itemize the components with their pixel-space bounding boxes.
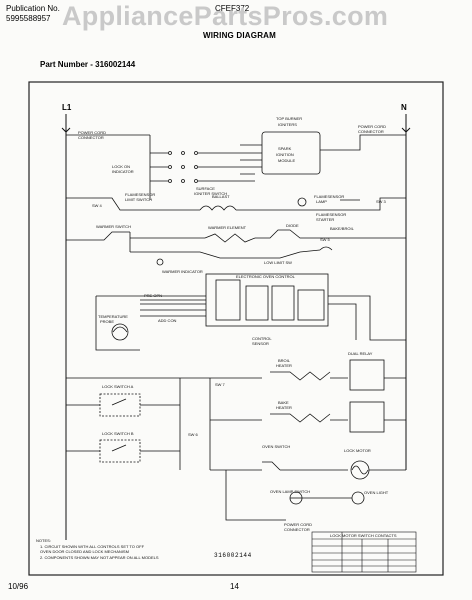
terminal-l1-label: L1 <box>62 103 72 112</box>
svg-text:LOCK MOTOR: LOCK MOTOR <box>344 448 371 453</box>
svg-text:BAKE: BAKE <box>278 400 289 405</box>
publication-label: Publication No. <box>6 4 60 13</box>
svg-text:OVEN SWITCH: OVEN SWITCH <box>262 444 290 449</box>
svg-text:DUAL RELAY: DUAL RELAY <box>348 351 373 356</box>
svg-text:OVEN LIGHT: OVEN LIGHT <box>364 490 389 495</box>
svg-text:LAMP: LAMP <box>316 199 327 204</box>
svg-text:HEATER: HEATER <box>276 363 292 368</box>
svg-text:BAKE/BROIL: BAKE/BROIL <box>330 226 355 231</box>
svg-text:SW 7: SW 7 <box>215 382 226 387</box>
svg-text:FLAMESENSOR: FLAMESENSOR <box>125 192 155 197</box>
svg-text:SW 6: SW 6 <box>188 432 199 437</box>
svg-text:OVEN LAMP SWITCH: OVEN LAMP SWITCH <box>270 489 310 494</box>
footer-date: 10/96 <box>8 582 29 591</box>
svg-text:ELECTRONIC OVEN CONTROL: ELECTRONIC OVEN CONTROL <box>236 274 296 279</box>
svg-text:LIMIT SWITCH: LIMIT SWITCH <box>125 197 152 202</box>
svg-text:BALLAST: BALLAST <box>212 194 230 199</box>
publication-number: 5995588957 <box>6 14 51 23</box>
svg-text:PROBE: PROBE <box>100 319 114 324</box>
svg-text:DIODE: DIODE <box>286 223 299 228</box>
svg-text:SURFACE: SURFACE <box>196 186 215 191</box>
svg-text:CONTROL: CONTROL <box>252 336 272 341</box>
diagram-border <box>28 81 444 576</box>
terminal-n-label: N <box>401 103 407 112</box>
svg-text:IGNITERS: IGNITERS <box>278 122 297 127</box>
svg-text:LOCK SWITCH A: LOCK SWITCH A <box>102 384 134 389</box>
main-rails <box>61 114 411 540</box>
svg-text:HEATER: HEATER <box>276 405 292 410</box>
svg-text:WARMER ELEMENT: WARMER ELEMENT <box>208 225 247 230</box>
lock-switches <box>66 393 180 463</box>
svg-text:ADD CON: ADD CON <box>158 318 177 323</box>
svg-text:TOP BURNER: TOP BURNER <box>276 116 302 121</box>
svg-text:LOW LIMIT SW: LOW LIMIT SW <box>264 260 292 265</box>
svg-text:POWER CORD: POWER CORD <box>78 130 106 135</box>
switch-contacts-table <box>311 531 417 573</box>
svg-text:IGNITER SWITCH: IGNITER SWITCH <box>194 191 227 196</box>
svg-text:MODULE: MODULE <box>278 158 295 163</box>
notes-block: NOTES: 1. CIRCUIT SHOWN WITH ALL CONTROL… <box>36 538 159 560</box>
surface-switches <box>66 131 406 200</box>
heater-circuit <box>66 359 406 470</box>
svg-text:SPARK: SPARK <box>278 146 292 151</box>
bottom-part-code: 316002144 <box>214 552 252 559</box>
svg-text:FLAMESENSOR: FLAMESENSOR <box>314 194 344 199</box>
svg-text:STARTER: STARTER <box>316 217 334 222</box>
diagram-title: WIRING DIAGRAM <box>203 31 277 40</box>
svg-text:NOTES:: NOTES: <box>36 538 51 543</box>
svg-text:POWER CORD: POWER CORD <box>358 124 386 129</box>
svg-text:IGNITION: IGNITION <box>276 152 294 157</box>
svg-text:CONNECTOR: CONNECTOR <box>78 135 104 140</box>
svg-text:WARMER SWITCH: WARMER SWITCH <box>96 224 131 229</box>
svg-text:SW 5: SW 5 <box>320 237 331 242</box>
svg-text:CONNECTOR: CONNECTOR <box>284 527 310 532</box>
warmer-circuit <box>66 229 406 266</box>
svg-text:SW 4: SW 4 <box>92 203 103 208</box>
oven-control-block <box>95 273 406 351</box>
svg-text:CONNECTOR: CONNECTOR <box>358 129 384 134</box>
model-number: CFEF372 <box>215 4 250 13</box>
svg-text:TEMPERATURE: TEMPERATURE <box>98 314 128 319</box>
watermark-logo: AppliancePartsPros.com <box>62 1 389 31</box>
footer-page-number: 14 <box>230 582 239 591</box>
svg-text:SENSOR: SENSOR <box>252 341 269 346</box>
svg-text:BROIL: BROIL <box>278 358 291 363</box>
svg-text:LOCK SWITCH B: LOCK SWITCH B <box>102 431 134 436</box>
svg-text:LOCK MOTOR SWITCH CONTACTS: LOCK MOTOR SWITCH CONTACTS <box>330 533 397 538</box>
svg-text:1. CIRCUIT SHOWN WITH ALL CONT: 1. CIRCUIT SHOWN WITH ALL CONTROLS SET T… <box>40 544 145 549</box>
svg-text:2. COMPONENTS SHOWN MAY NOT AP: 2. COMPONENTS SHOWN MAY NOT APPEAR ON AL… <box>40 555 159 560</box>
svg-text:PRE OPN: PRE OPN <box>144 293 162 298</box>
svg-text:OVEN DOOR CLOSED AND LOCK MECH: OVEN DOOR CLOSED AND LOCK MECHANISM <box>40 549 129 554</box>
svg-text:SW 3: SW 3 <box>376 199 387 204</box>
flame-circuit <box>66 197 406 211</box>
part-number-line: Part Number - 316002144 <box>40 60 136 69</box>
svg-text:LOCK ON: LOCK ON <box>112 164 130 169</box>
svg-text:INDICATOR: INDICATOR <box>112 169 134 174</box>
svg-text:WARMER INDICATOR: WARMER INDICATOR <box>162 269 203 274</box>
svg-text:FLAMESENSOR: FLAMESENSOR <box>316 212 346 217</box>
lamp-motor-circuit <box>210 460 406 521</box>
svg-text:POWER CORD: POWER CORD <box>284 522 312 527</box>
